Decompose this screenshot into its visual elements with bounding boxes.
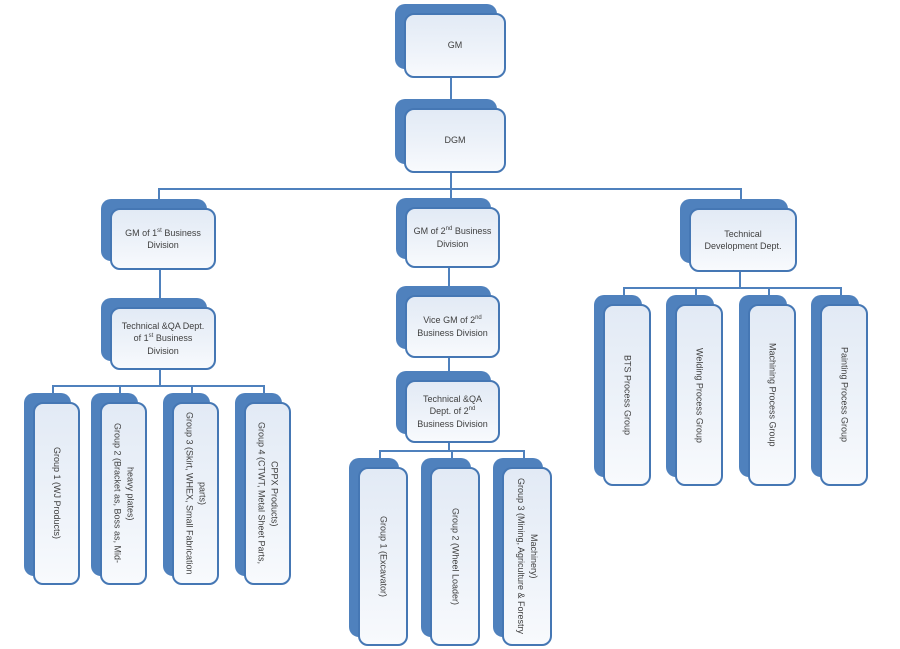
connector-line <box>448 268 450 297</box>
org-node-label: Group 2 (Wheel Loader) <box>450 507 461 606</box>
connector-line <box>450 173 452 211</box>
org-node-label: GM <box>447 40 463 51</box>
connector-line <box>739 272 741 289</box>
org-node-label: Painting Process Group <box>839 347 850 443</box>
org-node-bts-process-group: BTS Process Group <box>594 295 651 486</box>
org-node-label: GM of 1st Business Division <box>125 227 201 250</box>
org-node-painting-process-group: Painting Process Group <box>811 295 868 486</box>
connector-line <box>158 188 742 190</box>
org-node-label: Group 3 (Mining, Agriculture & Forestry … <box>516 478 540 635</box>
org-node-technical-development-dept: Technical Development Dept. <box>680 199 797 272</box>
org-node-div2-group-3: Group 3 (Mining, Agriculture & Forestry … <box>493 458 552 646</box>
connector-line <box>159 370 161 386</box>
org-node-qa-dept-2nd-division: Technical &QA Dept. of 2nd Business Divi… <box>396 371 500 443</box>
connector-line <box>52 385 265 387</box>
connector-line <box>623 287 842 289</box>
org-node-label: Technical Development Dept. <box>704 228 782 251</box>
org-node-label: Group 4 (CTWT, Metal Sheet Parts, CPPX P… <box>256 422 280 565</box>
org-node-label: GM of 2nd Business Division <box>413 226 492 249</box>
org-node-label: DGM <box>444 135 466 146</box>
org-node-label: Vice GM of 2nd Business Division <box>417 315 488 338</box>
org-node-div2-group-1: Group 1 (Excavator) <box>349 458 408 646</box>
org-node-div1-group-4: Group 4 (CTWT, Metal Sheet Parts, CPPX P… <box>235 393 291 585</box>
org-node-label: Technical &QA Dept. of 2nd Business Divi… <box>417 394 488 429</box>
org-node-dgm: DGM <box>395 99 506 173</box>
connector-line <box>448 358 450 382</box>
org-node-label: Group 2 (Bracket as, Boss as, Mid-heavy … <box>112 423 136 564</box>
org-node-div1-group-1: Group 1 (WJ Products) <box>24 393 80 585</box>
org-node-div1-group-2: Group 2 (Bracket as, Boss as, Mid-heavy … <box>91 393 147 585</box>
org-node-gm-2nd-division: GM of 2nd Business Division <box>396 198 500 268</box>
org-node-div2-group-2: Group 2 (Wheel Loader) <box>421 458 480 646</box>
org-node-label: BTS Process Group <box>622 354 633 436</box>
org-node-qa-dept-1st-division: Technical &QA Dept. of 1st Business Divi… <box>101 298 216 370</box>
org-node-label: Welding Process Group <box>694 347 705 443</box>
org-node-label: Group 1 (Excavator) <box>378 515 389 598</box>
org-node-label: Group 1 (WJ Products) <box>52 447 63 540</box>
connector-line <box>448 443 450 452</box>
org-node-label: Machining Process Group <box>767 343 778 447</box>
org-node-gm-1st-division: GM of 1st Business Division <box>101 199 216 270</box>
org-node-gm: GM <box>395 4 506 78</box>
connector-line <box>159 270 161 310</box>
org-node-vice-gm-2nd-division: Vice GM of 2nd Business Division <box>396 286 500 358</box>
org-node-label: Group 3 (Skirt, WHEX, Small Fabrication … <box>184 412 208 575</box>
connector-line <box>450 78 452 110</box>
org-node-label: Technical &QA Dept. of 1st Business Divi… <box>121 321 205 356</box>
org-node-div1-group-3: Group 3 (Skirt, WHEX, Small Fabrication … <box>163 393 219 585</box>
org-node-machining-process-group: Machining Process Group <box>739 295 796 486</box>
org-node-welding-process-group: Welding Process Group <box>666 295 723 486</box>
